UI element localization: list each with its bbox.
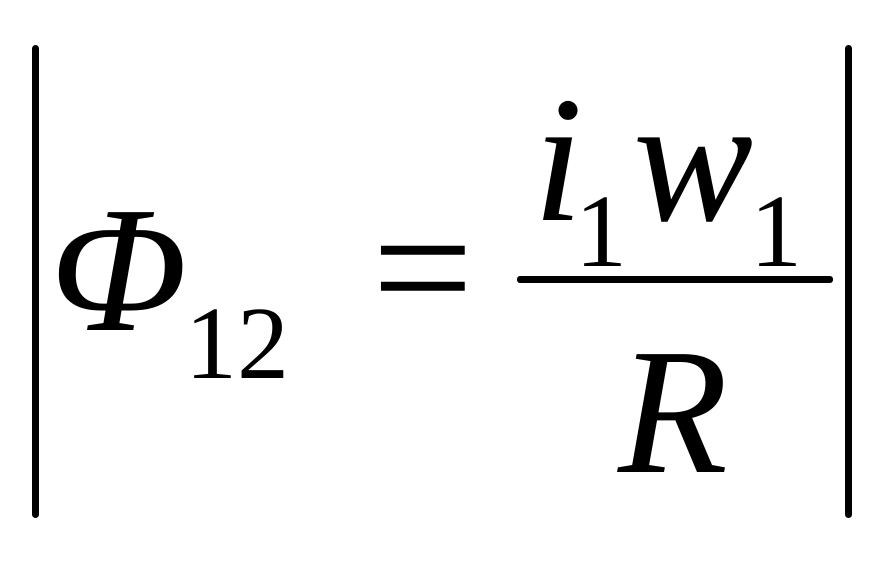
turns-subscript: 1 xyxy=(750,174,802,289)
flux-symbol: Φ xyxy=(50,170,188,369)
fraction-numerator: i 1 w 1 xyxy=(525,60,835,284)
right-absolute-bar xyxy=(845,45,852,518)
equals-sign: = xyxy=(372,168,474,367)
flux-subscript: 12 xyxy=(185,286,289,401)
current-subscript: 1 xyxy=(575,174,627,289)
denominator-symbol: R xyxy=(618,312,728,511)
left-absolute-bar xyxy=(32,45,39,518)
turns-symbol: w xyxy=(633,60,754,259)
current-symbol: i xyxy=(533,60,584,259)
fraction-bar xyxy=(517,276,833,283)
